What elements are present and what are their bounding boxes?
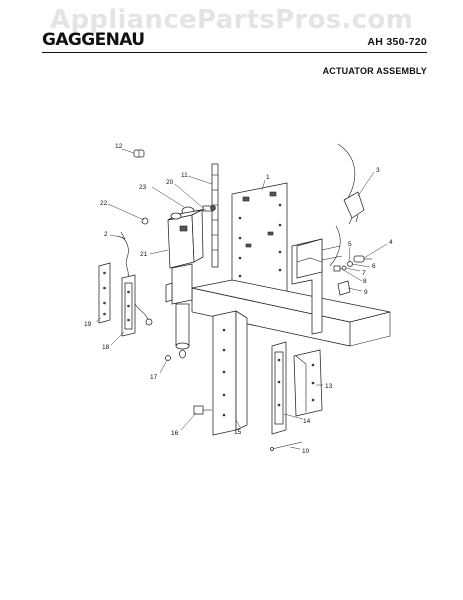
part-15-channel xyxy=(212,310,248,436)
callout-17: 17 xyxy=(150,374,158,381)
callout-4: 4 xyxy=(389,239,393,246)
callout-20: 20 xyxy=(166,179,174,186)
part-9-switch xyxy=(337,280,351,296)
callout-1: 1 xyxy=(266,174,270,181)
callout-3: 3 xyxy=(376,167,380,174)
actuator-shaft xyxy=(165,263,193,359)
leader-lines xyxy=(95,148,388,450)
part-1-mounting-plate xyxy=(231,182,288,313)
callout-11: 11 xyxy=(181,172,188,179)
callout-7: 7 xyxy=(362,270,366,277)
callout-6: 6 xyxy=(372,263,376,270)
part-19-bracket xyxy=(98,262,111,324)
part-8-clamp xyxy=(333,265,341,272)
diagram-title: ACTUATOR ASSEMBLY xyxy=(322,66,427,76)
header-rule xyxy=(42,52,427,53)
part-10-rod xyxy=(270,441,303,451)
callout-14: 14 xyxy=(303,418,311,425)
callout-8: 8 xyxy=(363,278,367,285)
callout-21: 21 xyxy=(140,251,148,258)
part-5-wire xyxy=(329,225,341,267)
model-number: AH 350-720 xyxy=(367,36,427,48)
part-16-bolt xyxy=(193,405,212,415)
callout-5: 5 xyxy=(348,241,352,248)
brand-logo: GAGGENAU xyxy=(42,30,145,50)
part-11-rack-rail xyxy=(211,163,219,268)
part-14-rail xyxy=(271,341,287,435)
part-21-actuator-motor xyxy=(167,209,204,269)
callout-19: 19 xyxy=(84,321,92,328)
part-20-pin xyxy=(202,205,216,212)
part-3-power-cord xyxy=(337,143,365,225)
side-bracket xyxy=(291,238,343,335)
part-6-nut xyxy=(347,261,353,267)
callout-23: 23 xyxy=(139,184,147,191)
callout-10: 10 xyxy=(302,448,310,455)
callout-2: 2 xyxy=(104,231,108,238)
callout-13: 13 xyxy=(325,383,333,390)
callout-16: 16 xyxy=(171,430,179,437)
callout-15: 15 xyxy=(234,429,242,436)
part-17-screw xyxy=(165,355,171,361)
part-12-clip xyxy=(133,149,145,158)
part-18-switch-rail xyxy=(121,274,136,337)
part-4-connector xyxy=(353,255,372,263)
part-22-nut xyxy=(141,217,149,225)
watermark: AppliancePartsPros.com xyxy=(50,5,413,35)
cross-beam xyxy=(191,279,391,347)
callout-12: 12 xyxy=(115,143,123,150)
callout-numbers: 12 11 20 23 1 3 22 2 21 4 5 6 7 8 9 19 1… xyxy=(84,143,393,455)
callout-22: 22 xyxy=(100,200,108,207)
part-13-bracket xyxy=(293,349,323,417)
callout-9: 9 xyxy=(364,289,368,296)
callout-18: 18 xyxy=(102,344,110,351)
